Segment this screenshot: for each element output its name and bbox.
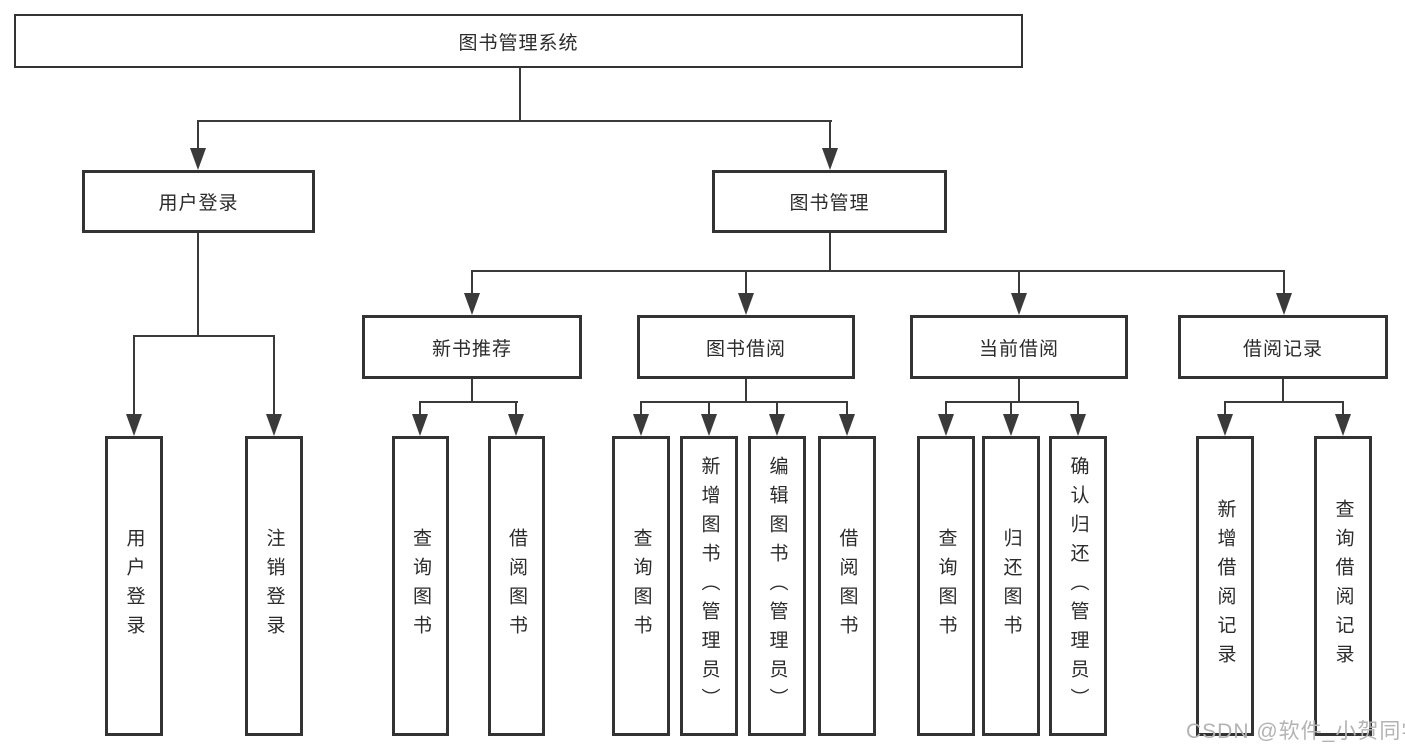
connector-stem	[1283, 270, 1285, 297]
arrow-down-icon	[633, 414, 649, 436]
node-label: 图书借阅	[705, 338, 786, 360]
leaf-borrow-books: 借阅图书	[818, 436, 876, 736]
node-label: 借阅记录	[1242, 338, 1323, 360]
arrow-down-icon	[1070, 414, 1086, 436]
connector-stem	[1224, 401, 1226, 418]
arrow-down-icon	[938, 414, 954, 436]
connector-book-management-trunk	[829, 233, 831, 272]
node-label: 查询图书	[935, 528, 957, 644]
connector-trunk	[745, 379, 747, 403]
connector-stem	[945, 401, 947, 418]
node-label: 查询图书	[410, 528, 431, 644]
node-new-book-recommendation: 新书推荐	[362, 315, 582, 379]
leaf-return-books: 归还图书	[982, 436, 1040, 736]
arrow-down-icon	[701, 414, 717, 436]
connector-trunk	[471, 379, 473, 403]
connector-stem	[1077, 401, 1079, 418]
leaf-query-borrow-record: 查询借阅记录	[1314, 436, 1372, 736]
connector-stem	[133, 335, 135, 418]
leaf-query-books: 查询图书	[392, 436, 449, 736]
node-label: 用户登录	[123, 528, 145, 644]
arrow-down-icon	[508, 414, 524, 436]
arrow-down-icon	[1276, 293, 1292, 315]
connector-stem	[745, 270, 747, 297]
connector-user-login-branch	[133, 335, 275, 337]
csdn-watermark: CSDN @软件_小贺同学	[1186, 720, 1405, 743]
node-borrowing-records: 借阅记录	[1178, 315, 1388, 379]
arrow-down-icon	[1011, 293, 1027, 315]
node-label: 用户登录	[158, 193, 239, 214]
node-user-login: 用户登录	[82, 170, 315, 233]
node-label: 查询借阅记录	[1332, 499, 1354, 673]
connector-branch	[640, 401, 848, 403]
connector-stem	[471, 270, 473, 297]
node-label: 查询图书	[630, 528, 652, 644]
connector-stem	[1342, 401, 1344, 418]
connector-book-management-branch	[471, 270, 1285, 272]
arrow-down-icon	[126, 414, 142, 436]
node-library-management-system: 图书管理系统	[14, 14, 1023, 68]
connector-trunk	[1282, 379, 1284, 403]
node-label: 注销登录	[263, 528, 285, 644]
node-label: 当前借阅	[978, 338, 1059, 360]
node-label: 图书管理	[789, 193, 870, 214]
leaf-edit-books-admin: 编辑图书（管理员）	[748, 436, 806, 736]
leaf-borrow-books: 借阅图书	[488, 436, 545, 736]
leaf-query-books: 查询图书	[917, 436, 975, 736]
arrow-down-icon	[1335, 414, 1351, 436]
leaf-query-books: 查询图书	[612, 436, 670, 736]
node-label: 新增借阅记录	[1214, 499, 1236, 673]
leaf-add-books-admin: 新增图书（管理员）	[680, 436, 738, 736]
node-label: 新书推荐	[431, 338, 512, 360]
node-label: 新增图书（管理员）	[698, 455, 720, 717]
node-label: 图书管理系统	[458, 32, 579, 54]
arrow-down-icon	[1217, 414, 1233, 436]
connector-branch	[419, 401, 518, 403]
arrow-down-icon	[1003, 414, 1019, 436]
node-current-borrowing: 当前借阅	[910, 315, 1128, 379]
connector-stem	[273, 335, 275, 418]
connector-stem	[515, 401, 517, 418]
leaf-user-login: 用户登录	[105, 436, 163, 736]
connector-trunk	[1018, 379, 1020, 403]
connector-stem-book-management	[829, 120, 831, 152]
connector-stem	[640, 401, 642, 418]
connector-user-login-trunk	[197, 233, 199, 337]
connector-stem	[846, 401, 848, 418]
connector-stem	[708, 401, 710, 418]
arrow-down-icon	[839, 414, 855, 436]
connector-branch	[945, 401, 1079, 403]
node-label: 归还图书	[1000, 528, 1022, 644]
connector-branch	[1224, 401, 1344, 403]
arrow-down-icon	[266, 414, 282, 436]
node-label: 确认归还（管理员）	[1067, 455, 1089, 717]
leaf-logout: 注销登录	[245, 436, 303, 736]
connector-stem	[419, 401, 421, 418]
arrow-down-icon	[822, 148, 838, 170]
arrow-down-icon	[769, 414, 785, 436]
arrow-down-icon	[412, 414, 428, 436]
connector-root-trunk	[519, 68, 521, 122]
node-label: 借阅图书	[506, 528, 527, 644]
connector-stem	[1018, 270, 1020, 297]
leaf-confirm-return-admin: 确认归还（管理员）	[1049, 436, 1107, 736]
node-book-borrowing: 图书借阅	[637, 315, 855, 379]
arrow-down-icon	[464, 293, 480, 315]
leaf-add-borrow-record: 新增借阅记录	[1196, 436, 1254, 736]
connector-stem	[776, 401, 778, 418]
node-label: 编辑图书（管理员）	[766, 455, 788, 717]
connector-stem-user-login	[197, 120, 199, 152]
node-label: 借阅图书	[836, 528, 858, 644]
arrow-down-icon	[738, 293, 754, 315]
arrow-down-icon	[190, 148, 206, 170]
node-book-management: 图书管理	[712, 170, 947, 233]
connector-stem	[1010, 401, 1012, 418]
connector-root-branch	[197, 120, 832, 122]
